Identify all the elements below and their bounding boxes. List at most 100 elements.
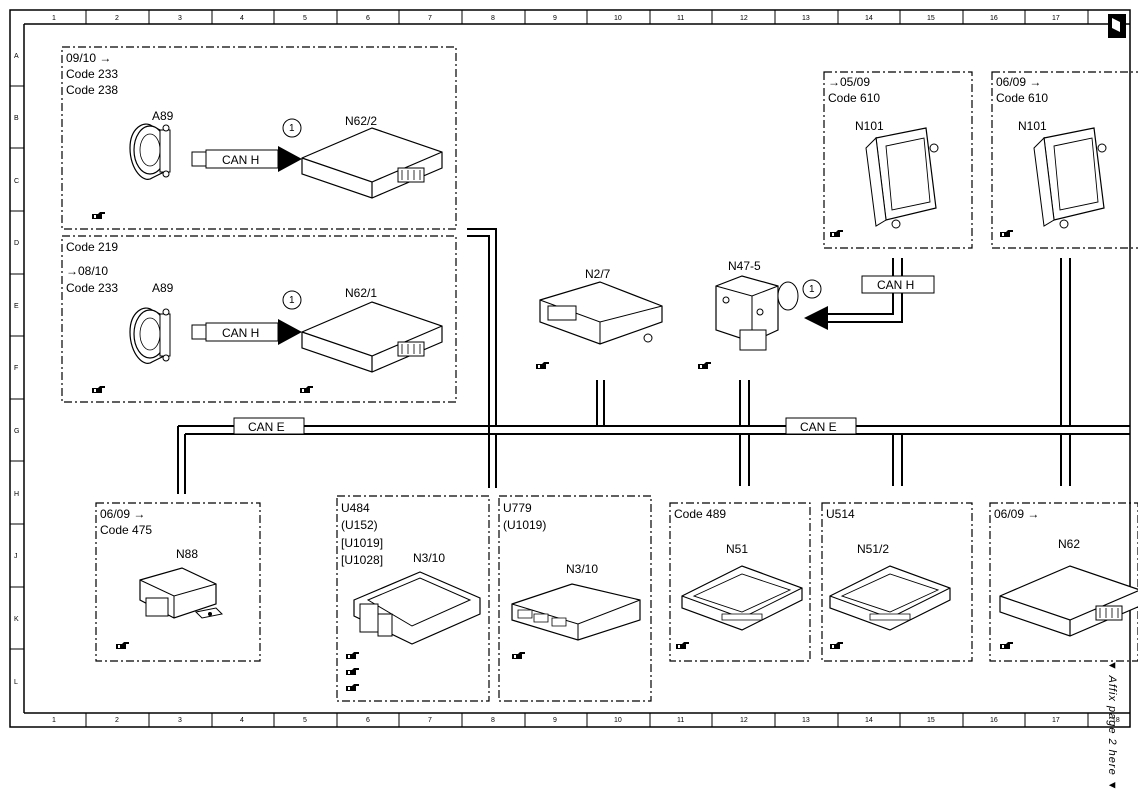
pointing-hand-icon (92, 386, 105, 393)
col-label: 15 (927, 15, 935, 22)
col-label: 4 (240, 15, 244, 22)
group-code-line: 09/10 → (66, 51, 111, 65)
group-code-line: 06/09 → (994, 507, 1039, 521)
col-label: 9 (553, 15, 557, 22)
can-h-label: CAN H (222, 326, 259, 340)
group-code-line: (U152) (341, 518, 378, 532)
col-label: 2 (115, 15, 119, 22)
pointing-hand-icon (830, 642, 843, 649)
group-code-line: [U1019] (341, 536, 383, 550)
group-box-n101-b (991, 71, 1138, 249)
group-code-line: Code 610 (828, 91, 880, 105)
col-label: 4 (240, 717, 244, 724)
row-label: L (14, 679, 18, 686)
row-ruler (10, 85, 24, 650)
reference-number: 1 (289, 295, 295, 306)
pointing-hand-icon (698, 362, 711, 369)
component-label-n88: N88 (176, 547, 198, 561)
speaker-icon (129, 123, 171, 180)
pointing-hand-icon (512, 652, 525, 659)
row-label: D (14, 240, 19, 247)
component-label-n47-5: N47-5 (728, 259, 761, 273)
n101-module-icon (865, 127, 939, 229)
component-label-n101: N101 (1018, 119, 1047, 133)
component-label-n62-1: N62/1 (345, 286, 377, 300)
can-e-label-right: CAN E (785, 417, 857, 435)
col-label: 10 (614, 717, 622, 724)
group-box-n3-10-b (498, 495, 652, 702)
n51-2-module-icon (829, 565, 951, 631)
module-icon (301, 301, 443, 373)
affix-page-text: ▼ Affix page 2 here ▼ (1106, 660, 1118, 792)
component-label-n51-2: N51/2 (857, 542, 889, 556)
col-label: 11 (677, 717, 684, 724)
arrow-icon (804, 306, 828, 330)
can-e-label: CAN E (248, 420, 285, 434)
col-label: 1 (52, 15, 56, 22)
n2-7-module-icon (539, 281, 663, 345)
col-label: 3 (178, 15, 182, 22)
pointing-hand-icon (1000, 230, 1013, 237)
row-label: G (14, 428, 19, 435)
n3-10-ecu-icon (511, 583, 641, 641)
group-code-line: (U1019) (503, 518, 546, 532)
col-label: 5 (303, 717, 307, 724)
group-code-line: 06/09 → (996, 75, 1041, 89)
group-code-line: U779 (503, 501, 532, 515)
col-label: 15 (927, 717, 935, 724)
pointing-hand-icon (346, 652, 359, 659)
col-label: 3 (178, 717, 182, 724)
n51-module-icon (681, 565, 803, 631)
row-label: E (14, 303, 19, 310)
speaker-icon (129, 307, 171, 364)
pointing-hand-icon (1000, 642, 1013, 649)
group-box-n62 (989, 502, 1138, 662)
pointing-hand-icon (676, 642, 689, 649)
col-label: 11 (677, 15, 684, 22)
n88-module-icon (139, 567, 224, 619)
corner-marker-icon (1108, 14, 1126, 38)
reference-number: 1 (289, 123, 295, 134)
group-code-line: →08/10 (66, 264, 108, 278)
group-code-line: →05/09 (828, 75, 870, 89)
col-label: 14 (865, 717, 873, 724)
column-ruler (85, 10, 1089, 727)
col-label: 1 (52, 717, 56, 724)
col-label: 13 (802, 15, 810, 22)
row-label: A (14, 53, 19, 60)
col-label: 6 (366, 15, 370, 22)
row-label: K (14, 616, 19, 623)
group-code-line: Code 489 (674, 507, 726, 521)
col-label: 7 (428, 15, 432, 22)
group-box-n3-10-a (336, 495, 490, 702)
affix-page-note: ▼ Affix page 2 here ▼ (1100, 660, 1124, 792)
col-label: 16 (990, 15, 998, 22)
col-label: 12 (740, 717, 748, 724)
group-box-n62-1 (61, 235, 457, 403)
n3-10-ecu-icon (353, 571, 481, 645)
component-label-n2-7: N2/7 (585, 267, 611, 281)
component-label-n62: N62 (1058, 537, 1080, 551)
col-label: 16 (990, 717, 998, 724)
col-label: 8 (491, 15, 495, 22)
group-box-n51-2 (821, 502, 973, 662)
pointing-hand-icon (346, 668, 359, 675)
row-label: C (14, 178, 19, 185)
col-label: 9 (553, 717, 557, 724)
component-label-a89: A89 (152, 281, 174, 295)
col-label: 8 (491, 717, 495, 724)
can-h-label: CAN H (222, 153, 259, 167)
arrow-icon (278, 319, 302, 345)
can-e-label-left: CAN E (233, 417, 305, 435)
row-labels: A B C D E F G H J K L (14, 53, 19, 686)
col-label: 17 (1052, 15, 1060, 22)
n101-module-icon (1033, 127, 1107, 229)
row-label: F (14, 365, 18, 372)
group-code-line: Code 238 (66, 83, 118, 97)
can-h-label: CAN H (877, 278, 914, 292)
can-e-label: CAN E (800, 420, 837, 434)
group-code-line: [U1028] (341, 553, 383, 567)
col-label: 12 (740, 15, 748, 22)
group-code-line: U484 (341, 501, 370, 515)
pointing-hand-icon (300, 386, 313, 393)
